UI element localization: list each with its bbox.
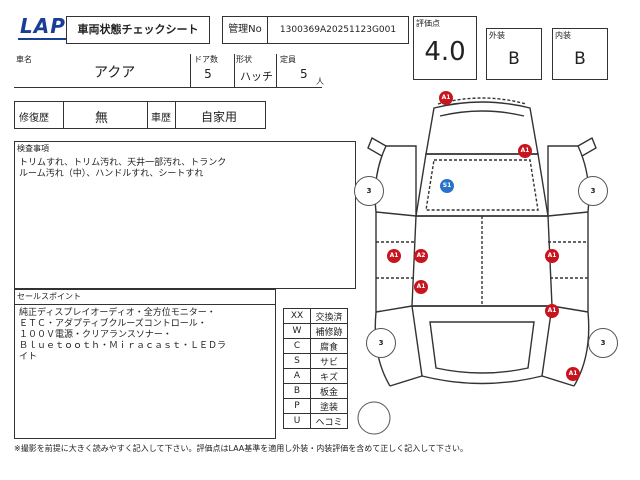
damage-mark: A1 bbox=[545, 304, 559, 318]
inspection-text: トリムすれ、トリム汚れ、天井一部汚れ、トランク ルーム汚れ（中）、ハンドルすれ、… bbox=[19, 158, 227, 179]
repair-value: 無 bbox=[95, 111, 109, 126]
doors-label: ドア数 bbox=[194, 55, 218, 64]
repair-label: 修復歴 bbox=[19, 113, 49, 124]
interior-label: 内装 bbox=[555, 31, 571, 40]
legend-code: A bbox=[283, 368, 311, 384]
legend-code: S bbox=[283, 353, 311, 369]
damage-mark: A1 bbox=[518, 144, 532, 158]
car-diagram: 3 3 3 3 A1 A1 S1 A1 A2 A1 A1 A1 A1 bbox=[352, 86, 630, 441]
score-box: 評価点 4.0 bbox=[413, 16, 477, 80]
exterior-value: B bbox=[508, 49, 520, 69]
interior-box: 内装 B bbox=[552, 28, 608, 80]
sales-label: セールスポイント bbox=[17, 292, 81, 301]
legend-code: B bbox=[283, 383, 311, 399]
damage-mark: A2 bbox=[414, 249, 428, 263]
use-label: 車歴 bbox=[151, 113, 171, 124]
legend-code: XX bbox=[283, 308, 311, 324]
body-label: 形状 bbox=[236, 55, 252, 64]
car-outline-svg bbox=[357, 97, 597, 435]
doors-value: 5 bbox=[204, 67, 212, 81]
sheet-title: 車両状態チェックシート bbox=[77, 23, 199, 36]
logo-underline bbox=[18, 38, 66, 40]
legend-meaning: 塗装 bbox=[310, 398, 348, 414]
exterior-label: 外装 bbox=[489, 31, 505, 40]
legend-code: U bbox=[283, 413, 311, 429]
score-label: 評価点 bbox=[416, 19, 440, 28]
car-name-label: 車名 bbox=[16, 55, 32, 64]
damage-mark: A1 bbox=[387, 249, 401, 263]
repair-row: 修復歴 無 車歴 自家用 bbox=[14, 101, 266, 129]
damage-mark: A1 bbox=[566, 367, 580, 381]
sheet-title-box: 車両状態チェックシート bbox=[66, 16, 210, 44]
damage-mark: A1 bbox=[414, 280, 428, 294]
tire-rear-left: 3 bbox=[366, 328, 396, 358]
capacity-label: 定員 bbox=[280, 55, 296, 64]
legend-code: W bbox=[283, 323, 311, 339]
footer-note: ※撮影を前提に大きく読みやすく記入して下さい。評価点はLAA基準を適用し外装・内… bbox=[14, 444, 469, 453]
legend-meaning: 交換済 bbox=[310, 308, 348, 324]
damage-mark: A1 bbox=[439, 91, 453, 105]
legend-meaning: ヘコミ bbox=[310, 413, 348, 429]
interior-value: B bbox=[574, 49, 586, 69]
mgmt-no-box: 1300369A20251123G001 bbox=[267, 16, 409, 44]
laa-logo: LAP bbox=[20, 14, 66, 38]
sales-text: 純正ディスプレイオーディオ・全方位モニター・ ＥＴＣ・アダプティブクルーズコント… bbox=[19, 308, 227, 362]
legend-code: P bbox=[283, 398, 311, 414]
vehicle-row: 車名 アクア ドア数 5 形状 ハッチ 定員 5 人 bbox=[14, 54, 324, 88]
mgmt-no: 1300369A20251123G001 bbox=[279, 25, 397, 35]
tire-front-right: 3 bbox=[578, 176, 608, 206]
score-value: 4.0 bbox=[424, 37, 466, 67]
inspection-box: 検査事項 トリムすれ、トリム汚れ、天井一部汚れ、トランク ルーム汚れ（中）、ハン… bbox=[14, 141, 356, 289]
tire-rear-right: 3 bbox=[588, 328, 618, 358]
legend-meaning: サビ bbox=[310, 353, 348, 369]
car-name: アクア bbox=[94, 65, 136, 81]
legend-meaning: キズ bbox=[310, 368, 348, 384]
legend-meaning: 腐食 bbox=[310, 338, 348, 354]
use-value: 自家用 bbox=[201, 110, 238, 124]
sales-box: セールスポイント 純正ディスプレイオーディオ・全方位モニター・ ＥＴＣ・アダプテ… bbox=[14, 289, 276, 439]
body-value: ハッチ bbox=[240, 70, 273, 83]
legend-meaning: 板金 bbox=[310, 383, 348, 399]
damage-mark: S1 bbox=[440, 179, 454, 193]
legend-code: C bbox=[283, 338, 311, 354]
capacity-value: 5 bbox=[300, 67, 308, 81]
capacity-unit: 人 bbox=[316, 77, 324, 86]
legend-meaning: 補修跡 bbox=[310, 323, 348, 339]
exterior-box: 外装 B bbox=[486, 28, 542, 80]
mgmt-label: 管理No bbox=[228, 24, 262, 35]
damage-mark: A1 bbox=[545, 249, 559, 263]
mgmt-label-box: 管理No bbox=[222, 16, 268, 44]
inspection-label: 検査事項 bbox=[17, 144, 49, 153]
tire-front-left: 3 bbox=[354, 176, 384, 206]
